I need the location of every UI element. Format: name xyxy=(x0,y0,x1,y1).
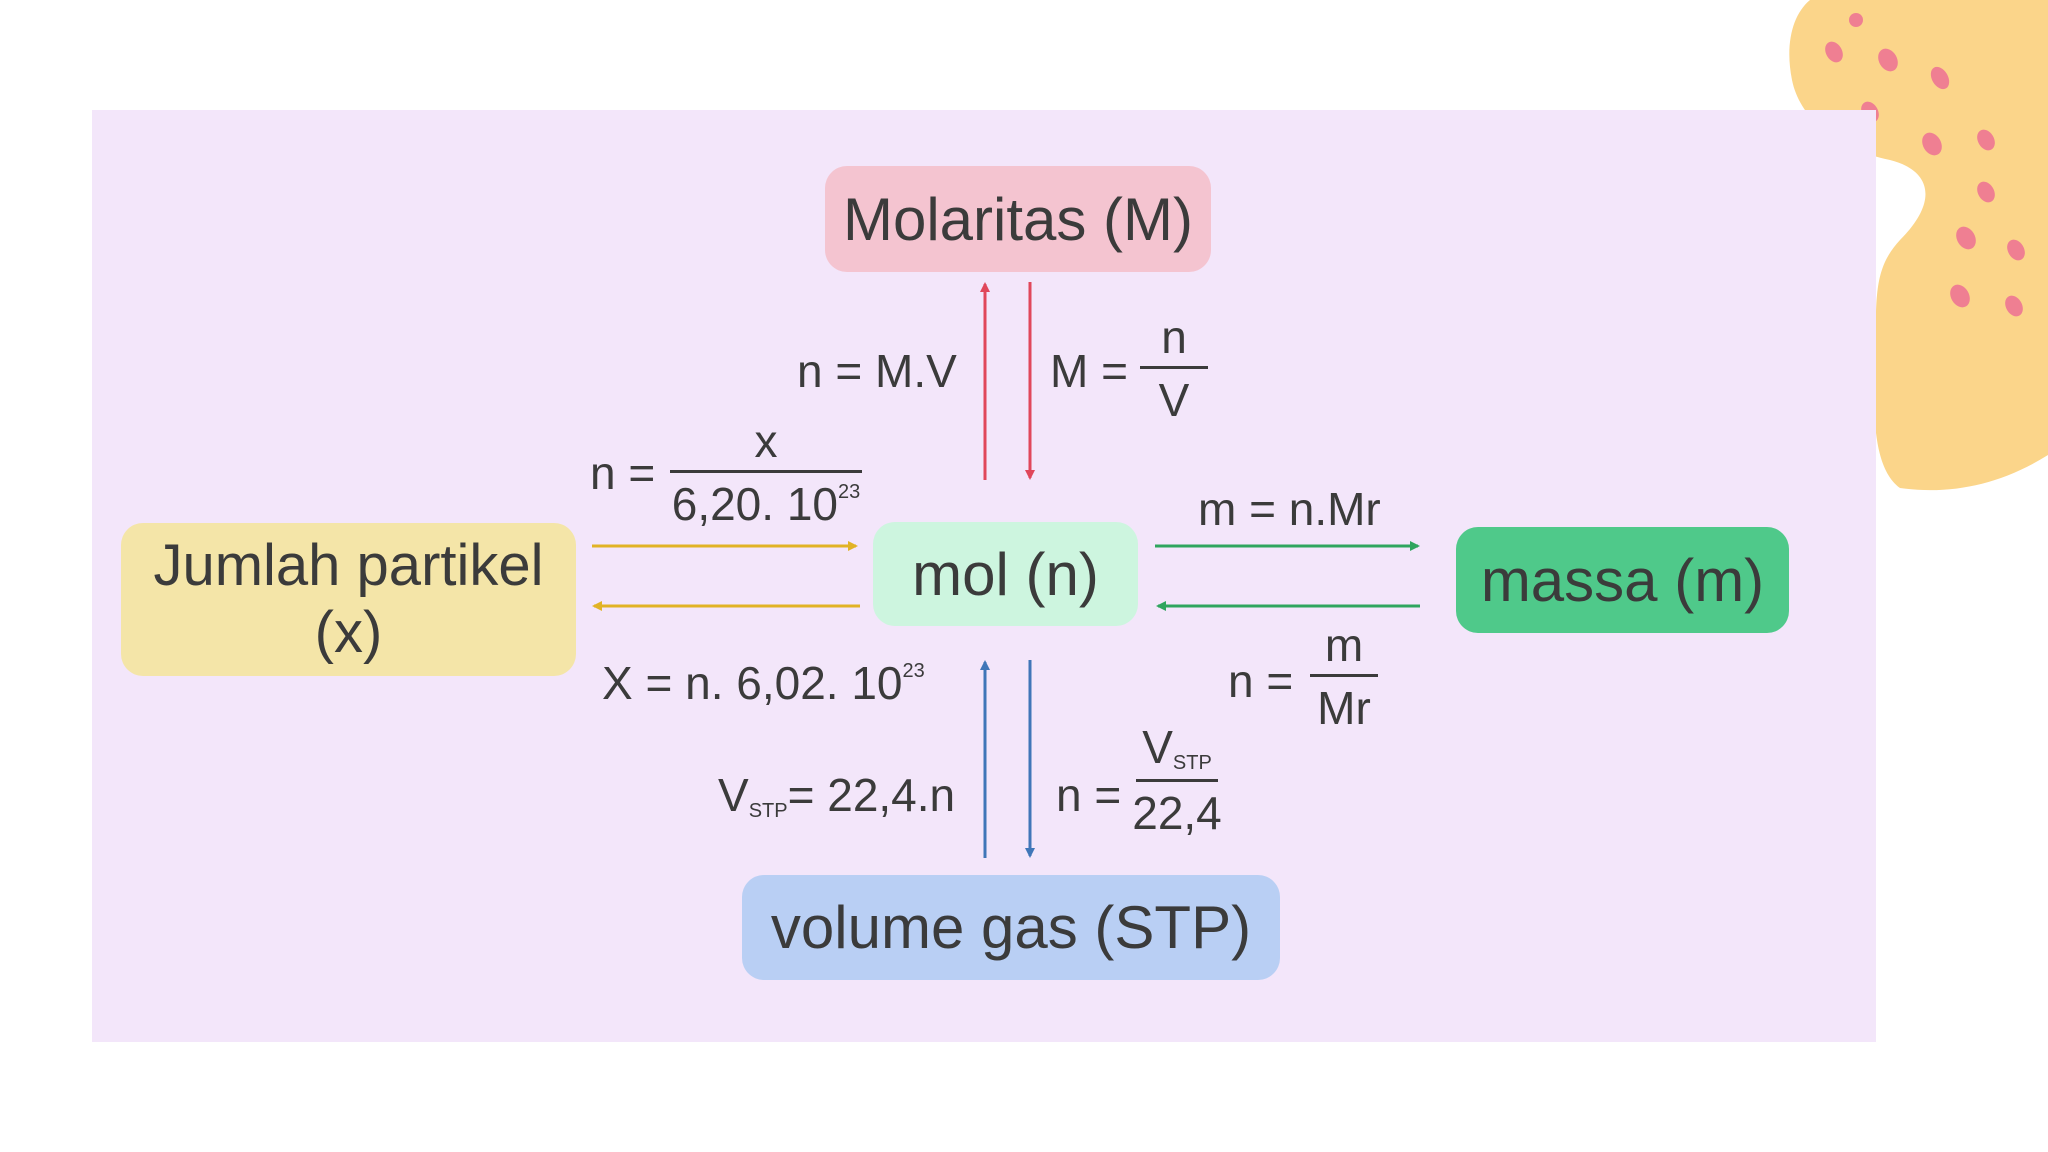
formula-M-denominator: V xyxy=(1158,374,1190,426)
formula-n-from-V-numerator: VSTP xyxy=(1142,724,1212,779)
node-massa-label: massa (m) xyxy=(1480,546,1765,614)
formula-n-from-x-lhs: n = xyxy=(590,447,656,499)
node-jumlah-label-line1: Jumlah partikel xyxy=(153,532,544,598)
formula-n-from-m-numerator: m xyxy=(1324,619,1364,671)
formula-n-from-x-fraction: x 6,20. 1023 xyxy=(670,418,862,527)
formula-m-from-n: m = n.Mr xyxy=(1198,483,1381,535)
formula-M-fraction: n V xyxy=(1140,314,1208,423)
node-jumlah-partikel: Jumlah partikel (x) xyxy=(121,523,576,676)
fraction-bar xyxy=(1140,366,1208,369)
formula-n-from-V-lhs: n = xyxy=(1056,769,1122,821)
formula-Vstp-subscript: STP xyxy=(748,800,788,822)
formula-X-from-n: X = n. 6,02. 1023 xyxy=(602,660,925,706)
formula-M-lhs: M = xyxy=(1050,345,1128,397)
node-molaritas-label: Molaritas (M) xyxy=(842,185,1193,253)
formula-n-from-m-denominator: Mr xyxy=(1317,682,1371,734)
formula-n-from-x-den-exponent: 23 xyxy=(838,481,861,503)
fraction-bar xyxy=(670,470,862,473)
node-volume-gas: volume gas (STP) xyxy=(742,875,1280,980)
node-mol-label: mol (n) xyxy=(912,540,1099,608)
formula-n-from-V-fraction: VSTP 22,4 xyxy=(1132,724,1222,836)
formula-M-numerator: n xyxy=(1161,311,1187,363)
formula-n-from-V-num-subscript: STP xyxy=(1172,752,1212,774)
formula-n-from-m-fraction: m Mr xyxy=(1310,622,1378,731)
node-mol: mol (n) xyxy=(873,522,1138,626)
formula-X-base: X = n. 6,02. 10 xyxy=(602,657,903,709)
formula-Vstp-rhs: = 22,4.n xyxy=(787,769,956,821)
formula-Vstp-V: V xyxy=(718,769,749,821)
node-volume-label: volume gas (STP) xyxy=(770,894,1252,961)
blob-dots xyxy=(1825,13,2025,317)
formula-n-from-x-denominator: 6,20. 1023 xyxy=(672,473,861,527)
node-jumlah-label-line2: (x) xyxy=(314,599,383,665)
formula-X-exponent: 23 xyxy=(902,660,925,682)
formula-n-from-x-den-base: 6,20. 10 xyxy=(671,478,838,530)
formula-n-from-V-denominator: 22,4 xyxy=(1132,787,1222,839)
formula-Vstp-from-n: VSTP= 22,4.n xyxy=(718,772,955,821)
node-massa: massa (m) xyxy=(1456,527,1789,633)
formula-n-from-V-num-V: V xyxy=(1142,721,1173,773)
formula-n-from-x-numerator: x xyxy=(754,415,778,467)
fraction-bar xyxy=(1310,674,1378,677)
formula-n-from-m-lhs: n = xyxy=(1228,655,1294,707)
fraction-bar xyxy=(1136,779,1218,782)
formula-n-from-molaritas: n = M.V xyxy=(797,345,957,397)
node-molaritas: Molaritas (M) xyxy=(825,166,1211,272)
